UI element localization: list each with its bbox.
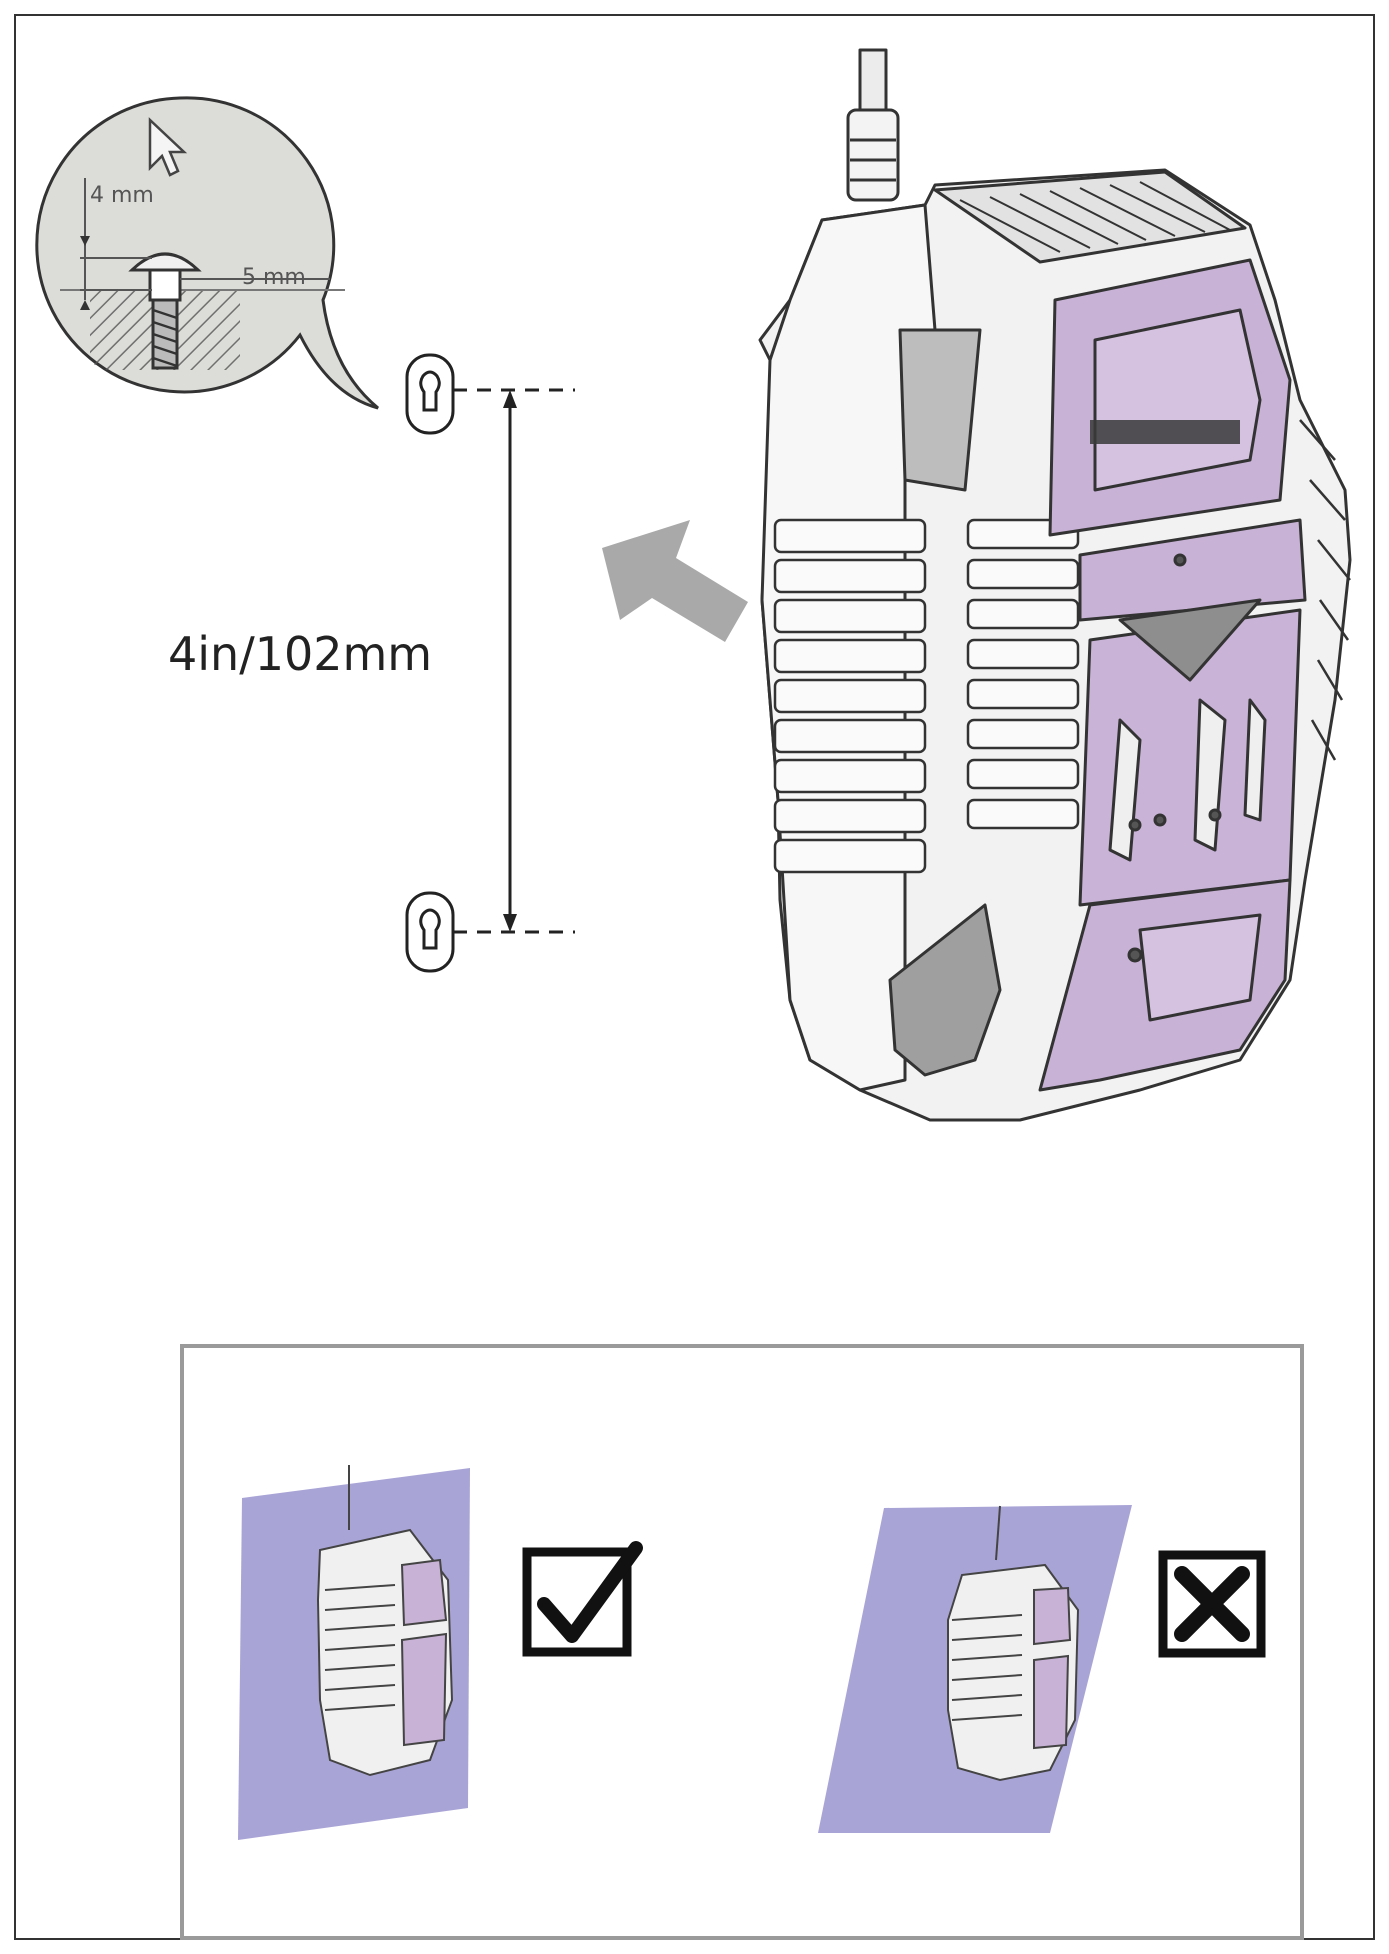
head-label: 5 mm [242, 265, 306, 290]
spacing-dimension-line [503, 390, 517, 932]
spacing-label: 4in/102mm [168, 627, 432, 681]
orientation-panel [180, 1344, 1304, 1940]
cursor-arrow-icon [148, 117, 188, 177]
keyhole-slot-bottom [405, 891, 455, 973]
keyhole-slot-top [405, 353, 455, 435]
screw-callout-bubble: 4 mm 5 mm [35, 96, 379, 410]
brand-plate [1090, 420, 1240, 444]
charger-device-illustration [758, 48, 1352, 1122]
depth-label: 4 mm [90, 183, 154, 208]
mount-direction-arrow-icon [602, 520, 748, 642]
